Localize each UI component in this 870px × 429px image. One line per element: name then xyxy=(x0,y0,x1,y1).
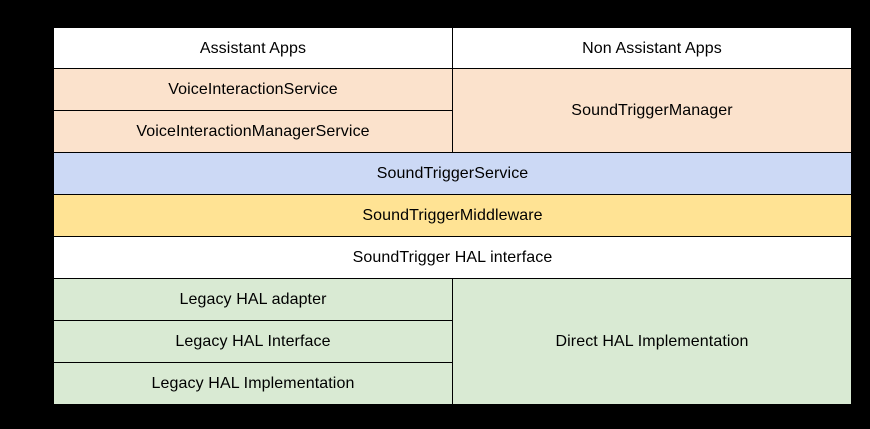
block-sound-trigger-hal-interface: SoundTrigger HAL interface xyxy=(54,237,851,279)
block-voice-interaction-manager-service: VoiceInteractionManagerService xyxy=(54,111,453,153)
block-sound-trigger-service: SoundTriggerService xyxy=(54,153,851,195)
diagram-grid: Assistant Apps Non Assistant Apps VoiceI… xyxy=(54,28,851,404)
column-header-non-assistant-apps: Non Assistant Apps xyxy=(453,28,851,69)
block-legacy-hal-interface: Legacy HAL Interface xyxy=(54,321,453,363)
block-voice-interaction-service: VoiceInteractionService xyxy=(54,69,453,111)
block-legacy-hal-adapter: Legacy HAL adapter xyxy=(54,279,453,321)
column-header-assistant-apps: Assistant Apps xyxy=(54,28,453,69)
architecture-diagram: Assistant Apps Non Assistant Apps VoiceI… xyxy=(53,27,851,404)
block-direct-hal-implementation: Direct HAL Implementation xyxy=(453,279,851,404)
block-sound-trigger-middleware: SoundTriggerMiddleware xyxy=(54,195,851,237)
block-legacy-hal-implementation: Legacy HAL Implementation xyxy=(54,363,453,404)
block-sound-trigger-manager: SoundTriggerManager xyxy=(453,69,851,153)
